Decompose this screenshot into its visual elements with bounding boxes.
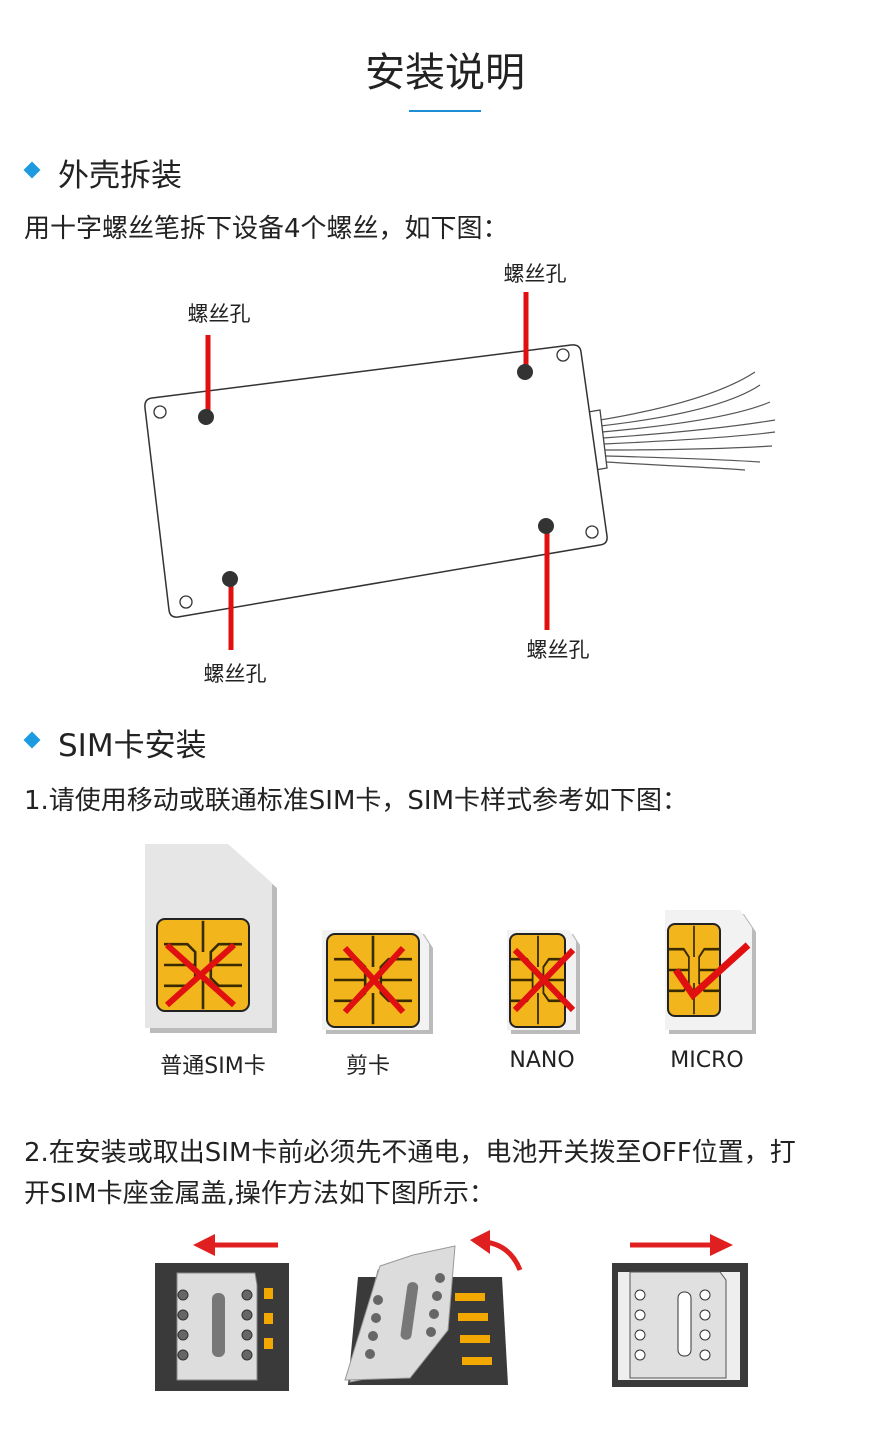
screw-hole-label: 螺丝孔 (203, 662, 267, 686)
sim-card-micro (665, 910, 756, 1034)
sim-holder-step-lift-cover (344, 1230, 523, 1385)
screw-hole-icon (198, 364, 554, 587)
sim-step-1: 1.请使用移动或联通标准SIM卡，SIM卡样式参考如下图： (24, 786, 689, 816)
sim-card-standard (145, 844, 277, 1033)
screw-hole-label: 螺丝孔 (187, 302, 251, 326)
section-heading-sim: SIM卡安装 (58, 728, 207, 764)
screw-hole-label: 螺丝孔 (526, 638, 590, 662)
section-heading-shell: 外壳拆装 (58, 158, 182, 194)
sim-card-cut (322, 930, 433, 1034)
sim-card-nano (507, 930, 580, 1034)
sim-holder-step-slide-right (612, 1234, 748, 1387)
page-title: 安装说明 (365, 50, 525, 96)
sim-step-2-line-1: 2.在安装或取出SIM卡前必须先不通电，电池开关拨至OFF位置，打 (24, 1138, 796, 1168)
sim-step-2-line-2: 开SIM卡座金属盖,操作方法如下图所示： (24, 1179, 495, 1209)
sim-holder-step-slide-left (155, 1234, 289, 1391)
sim-label-cut: 剪卡 (345, 1054, 391, 1079)
sim-label-nano: NANO (509, 1048, 575, 1073)
device-screw-diagram (144, 292, 776, 650)
sim-label-standard: 普通SIM卡 (160, 1054, 266, 1079)
sim-label-micro: MICRO (670, 1048, 744, 1073)
title-underline (409, 110, 481, 112)
shell-instruction: 用十字螺丝笔拆下设备4个螺丝，如下图： (24, 214, 509, 244)
cable-bundle-icon (599, 371, 776, 471)
screw-hole-label: 螺丝孔 (503, 262, 567, 286)
